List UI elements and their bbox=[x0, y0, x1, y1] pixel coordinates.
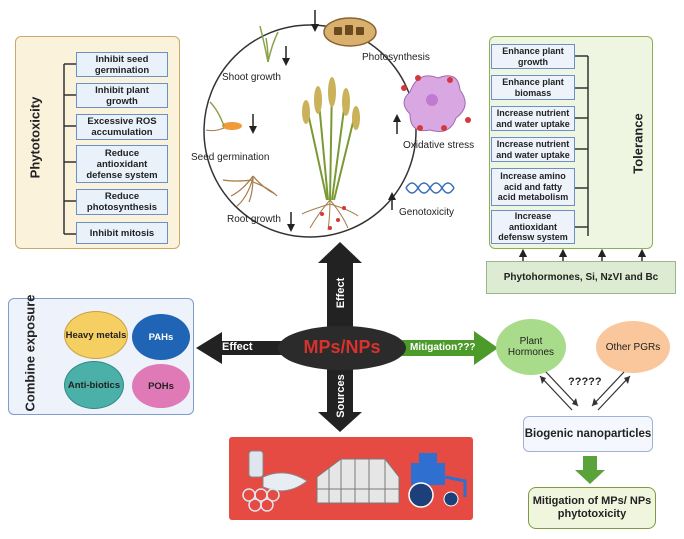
chloroplast-icon bbox=[323, 17, 377, 47]
tolerance-item-growth: Enhance plant growth bbox=[491, 44, 575, 69]
label-seed-germination: Seed germination bbox=[191, 152, 270, 163]
label-oxidative-stress: Oxidative stress bbox=[403, 140, 475, 151]
roots-icon bbox=[222, 175, 278, 207]
pahs-oval: PAHs bbox=[132, 314, 190, 360]
tractor-icon bbox=[408, 453, 467, 508]
greenhouse-icon bbox=[316, 458, 400, 504]
phyto-item-ros: Excessive ROS accumulation bbox=[76, 114, 168, 140]
sources-icons bbox=[242, 450, 467, 512]
phytohormones-box: Phytohormones, Si, NzVI and Bc bbox=[486, 261, 676, 294]
plant-hormones-oval: Plant Hormones bbox=[496, 319, 566, 375]
phyto-item-plant-growth: Inhibit plant growth bbox=[76, 83, 168, 108]
tolerance-item-amino: Increase amino acid and fatty acid metab… bbox=[491, 168, 575, 206]
antibiotics-oval: Anti-biotics bbox=[64, 361, 124, 409]
pohs-oval: POHs bbox=[132, 364, 190, 408]
phyto-item-photosynthesis: Reduce photosynthesis bbox=[76, 189, 168, 215]
heavy-metals-oval: Heavy metals bbox=[64, 311, 128, 359]
mask-bottle-icon bbox=[242, 450, 308, 512]
shoot-icon bbox=[259, 25, 279, 63]
tolerance-item-antioxidant: Increase antioxidant defensw system bbox=[491, 210, 575, 244]
phyto-item-seed-germination: Inhibit seed germination bbox=[76, 52, 168, 77]
label-genotoxicity: Genotoxicity bbox=[399, 207, 455, 218]
dna-icon bbox=[405, 182, 455, 194]
ros-radical-icons bbox=[401, 75, 471, 131]
tolerance-item-nutrient-1: Increase nutrient and water uptake bbox=[491, 106, 575, 131]
label-shoot-growth: Shoot growth bbox=[222, 72, 281, 83]
effect-left-label: Effect bbox=[222, 341, 253, 353]
mitigation-label: Mitigation??? bbox=[410, 342, 476, 353]
question-marks: ????? bbox=[568, 376, 602, 388]
mitigation-phytotoxicity-box: Mitigation of MPs/ NPs phytotoxicity bbox=[528, 487, 656, 529]
ros-cell-icon bbox=[403, 75, 466, 132]
seed-icon bbox=[205, 101, 242, 132]
biogenic-nanoparticles-box: Biogenic nanoparticles bbox=[523, 416, 653, 452]
label-root-growth: Root growth bbox=[227, 214, 281, 225]
tolerance-item-biomass: Enhance plant biomass bbox=[491, 75, 575, 100]
tolerance-item-nutrient-2: Increase nutrient and water uptake bbox=[491, 137, 575, 162]
phyto-item-mitosis: Inhibit mitosis bbox=[76, 222, 168, 244]
mps-nps-label: MPs/NPs bbox=[303, 337, 381, 357]
label-photosynthesis: Photosynthesis bbox=[362, 52, 430, 63]
other-pgrs-oval: Other PGRs bbox=[596, 321, 670, 373]
phyto-item-antioxidant: Reduce antioxidant defense system bbox=[76, 145, 168, 183]
